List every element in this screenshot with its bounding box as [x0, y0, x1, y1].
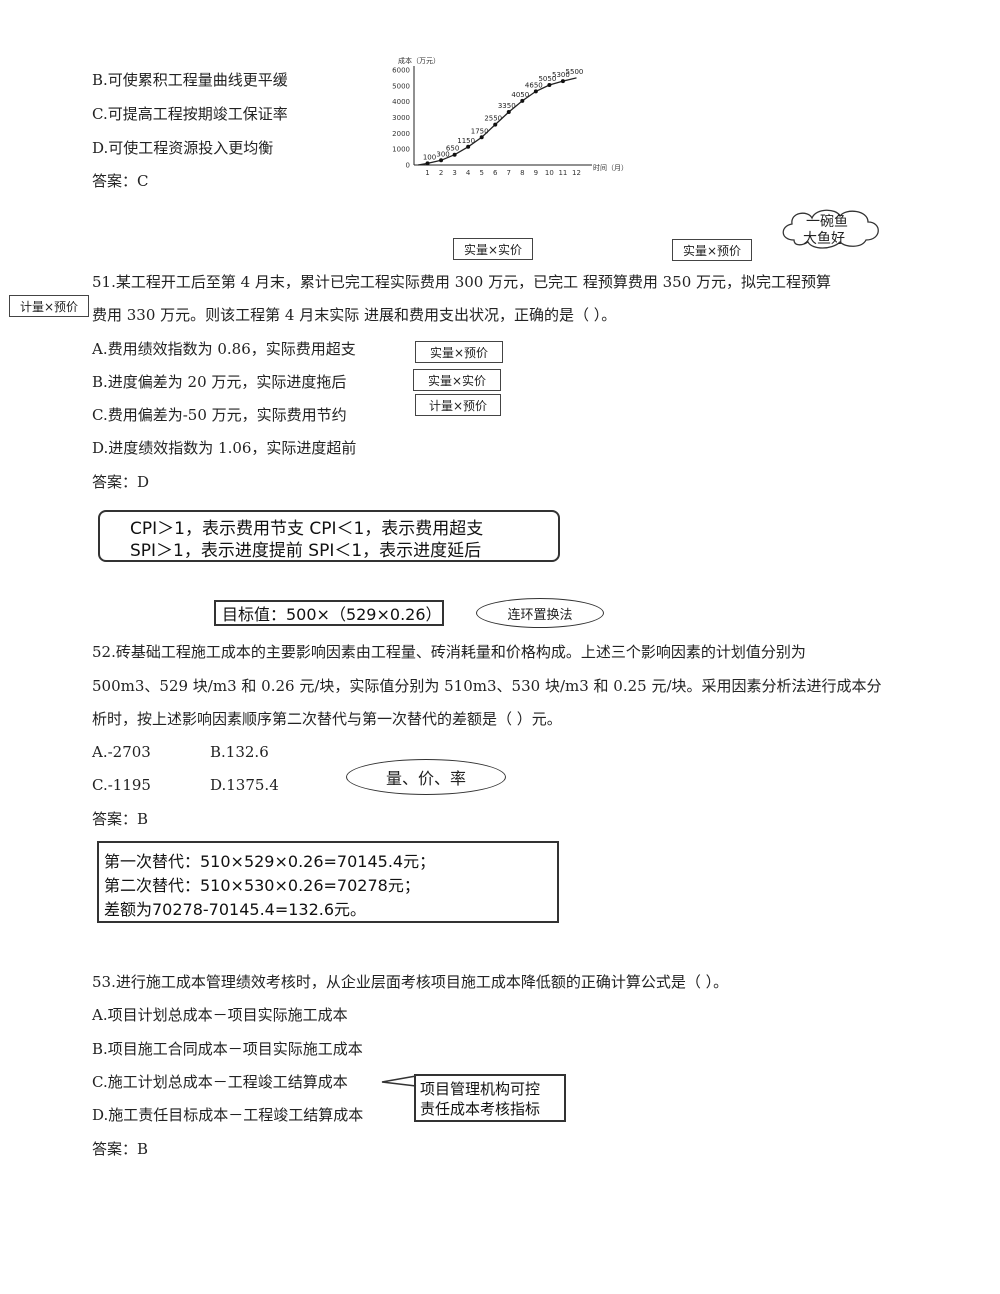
- chart-y-tick-label: 6000: [392, 67, 410, 75]
- q53-option-d: D.施工责任目标成本－工程竣工结算成本: [92, 1106, 364, 1124]
- chart-data-label: 3350: [498, 102, 516, 110]
- q50-option-b: B.可使累积工程量曲线更平缓: [92, 71, 288, 89]
- q51-stem-line2: 费用 330 万元。则该工程第 4 月末实际 进展和费用支出状况，正确的是（ ）…: [92, 306, 617, 324]
- chart-data-label: 5500: [566, 68, 584, 76]
- chart-data-point: [493, 122, 498, 127]
- box-option-a-formula: 实量×预价: [415, 341, 503, 363]
- chart-data-point: [466, 144, 471, 149]
- q50-option-c: C.可提高工程按期竣工保证率: [92, 105, 288, 123]
- chart-x-tick-label: 10: [545, 169, 554, 177]
- chart-y-tick-label: 5000: [392, 82, 410, 90]
- chart-x-tick-label: 4: [466, 169, 471, 177]
- calc-line-1: 第一次替代：510×529×0.26=70145.4元；: [104, 852, 436, 871]
- chart-data-label: 1750: [471, 127, 489, 135]
- q50-option-d: D.可使工程资源投入更均衡: [92, 139, 274, 157]
- qty-price-rate-ellipse: 量、价、率: [346, 759, 506, 795]
- callout-pointer: [381, 1075, 417, 1087]
- chart-y-tick-label: 1000: [392, 146, 410, 154]
- chart-y-label: 成本（万元）: [398, 56, 440, 65]
- chart-y-tick-label: 2000: [392, 130, 410, 138]
- chart-x-tick-label: 12: [572, 169, 581, 177]
- callout-line-1: 项目管理机构可控: [420, 1080, 541, 1098]
- calc-line-2: 第二次替代：510×530×0.26=70278元；: [104, 876, 420, 895]
- chart-data-label: 1150: [457, 137, 475, 145]
- q53-option-c: C.施工计划总成本－工程竣工结算成本: [92, 1073, 348, 1091]
- q53-option-a: A.项目计划总成本－项目实际施工成本: [92, 1006, 348, 1024]
- chart-x-label: 时间（月）: [593, 163, 628, 172]
- rules-line-2: SPI＞1，表示进度提前 SPI＜1，表示进度延后: [130, 541, 482, 561]
- cloud-line-1: 一碗鱼: [806, 214, 848, 230]
- chart-data-label: 4050: [511, 91, 529, 99]
- chart-y-tick-label: 3000: [392, 114, 410, 122]
- target-value-box: 目标值：500×（529×0.26）: [214, 600, 444, 626]
- q51-option-b: B.进度偏差为 20 万元，实际进度拖后: [92, 373, 347, 391]
- chart-y-tick-label: 4000: [392, 98, 410, 106]
- chain-method-ellipse: 连环置换法: [476, 598, 604, 628]
- chart-x-tick-label: 3: [452, 169, 456, 177]
- box-option-c-formula: 计量×预价: [415, 394, 501, 416]
- chart-data-label: 5300: [552, 71, 570, 79]
- chart-data-point: [425, 161, 430, 166]
- box-actual-qty-actual-price: 实量×实价: [453, 238, 533, 260]
- chart-data-point: [560, 79, 565, 84]
- chart-data-label: 650: [446, 145, 459, 153]
- q51-option-d: D.进度绩效指数为 1.06，实际进度超前: [92, 439, 357, 457]
- q52-option-b: B.132.6: [210, 743, 269, 761]
- chart-y-tick-label: 0: [406, 162, 410, 170]
- q52-answer: 答案：B: [92, 810, 149, 828]
- chart-data-label: 300: [436, 150, 449, 158]
- q52-option-c: C.-1195: [92, 776, 151, 794]
- box-planned-qty-budget-price: 计量×预价: [9, 295, 89, 317]
- chart-data-point: [506, 109, 511, 114]
- chart-data-label: 4650: [525, 81, 543, 89]
- chart-x-tick-label: 11: [558, 169, 567, 177]
- q52-option-d: D.1375.4: [210, 776, 279, 794]
- q52-stem-line1: 52.砖基础工程施工成本的主要影响因素由工程量、砖消耗量和价格构成。上述三个影响…: [92, 643, 806, 661]
- chart-x-tick-label: 1: [425, 169, 429, 177]
- chart-data-point: [479, 135, 484, 140]
- q50-answer: 答案：C: [92, 172, 149, 190]
- substitution-calc-box: 第一次替代：510×529×0.26=70145.4元； 第二次替代：510×5…: [97, 841, 559, 923]
- q51-option-c: C.费用偏差为-50 万元，实际费用节约: [92, 406, 347, 424]
- chart-data-point: [439, 158, 444, 163]
- callout-box: 项目管理机构可控 责任成本考核指标: [414, 1074, 566, 1122]
- chart-x-tick-label: 8: [520, 169, 524, 177]
- callout-line-2: 责任成本考核指标: [420, 1100, 541, 1118]
- q51-answer: 答案：D: [92, 473, 150, 491]
- q51-stem-line1: 51.某工程开工后至第 4 月末，累计已完工程实际费用 300 万元，已完工 程…: [92, 273, 832, 291]
- chart-x-tick-label: 6: [493, 169, 498, 177]
- box-option-b-formula: 实量×实价: [413, 369, 501, 391]
- chart-data-point: [520, 98, 525, 103]
- chart-data-point: [452, 152, 457, 157]
- box-actual-qty-budget-price: 实量×预价: [672, 239, 752, 261]
- chart-data-label: 5050: [538, 75, 556, 83]
- chart-data-point: [533, 89, 538, 94]
- chart-data-point: [547, 83, 552, 88]
- chart-x-tick-label: 2: [439, 169, 443, 177]
- rules-line-1: CPI＞1，表示费用节支 CPI＜1，表示费用超支: [130, 519, 484, 539]
- q53-option-b: B.项目施工合同成本－项目实际施工成本: [92, 1040, 363, 1058]
- chart-x-tick-label: 9: [534, 169, 538, 177]
- q53-answer: 答案：B: [92, 1140, 149, 1158]
- chart-data-label: 2550: [484, 115, 502, 123]
- cloud-line-2: 大鱼好: [803, 231, 845, 247]
- q53-stem: 53.进行施工成本管理绩效考核时，从企业层面考核项目施工成本降低额的正确计算公式…: [92, 973, 729, 991]
- cpi-spi-rules-box: CPI＞1，表示费用节支 CPI＜1，表示费用超支 SPI＞1，表示进度提前 S…: [98, 510, 560, 562]
- cloud-shape: [782, 209, 879, 249]
- q52-stem-line3: 析时，按上述影响因素顺序第二次替代与第一次替代的差额是（ ）元。: [92, 710, 562, 728]
- q52-stem-line2: 500m3、529 块/m3 和 0.26 元/块，实际值分别为 510m3、5…: [92, 677, 882, 695]
- calc-line-3: 差额为70278-70145.4=132.6元。: [104, 900, 367, 919]
- chart-data-label: 100: [423, 153, 436, 161]
- chart-x-tick-label: 5: [479, 169, 483, 177]
- chart-x-tick-label: 7: [507, 169, 511, 177]
- q51-option-a: A.费用绩效指数为 0.86，实际费用超支: [92, 340, 356, 358]
- q52-option-a: A.-2703: [92, 743, 151, 761]
